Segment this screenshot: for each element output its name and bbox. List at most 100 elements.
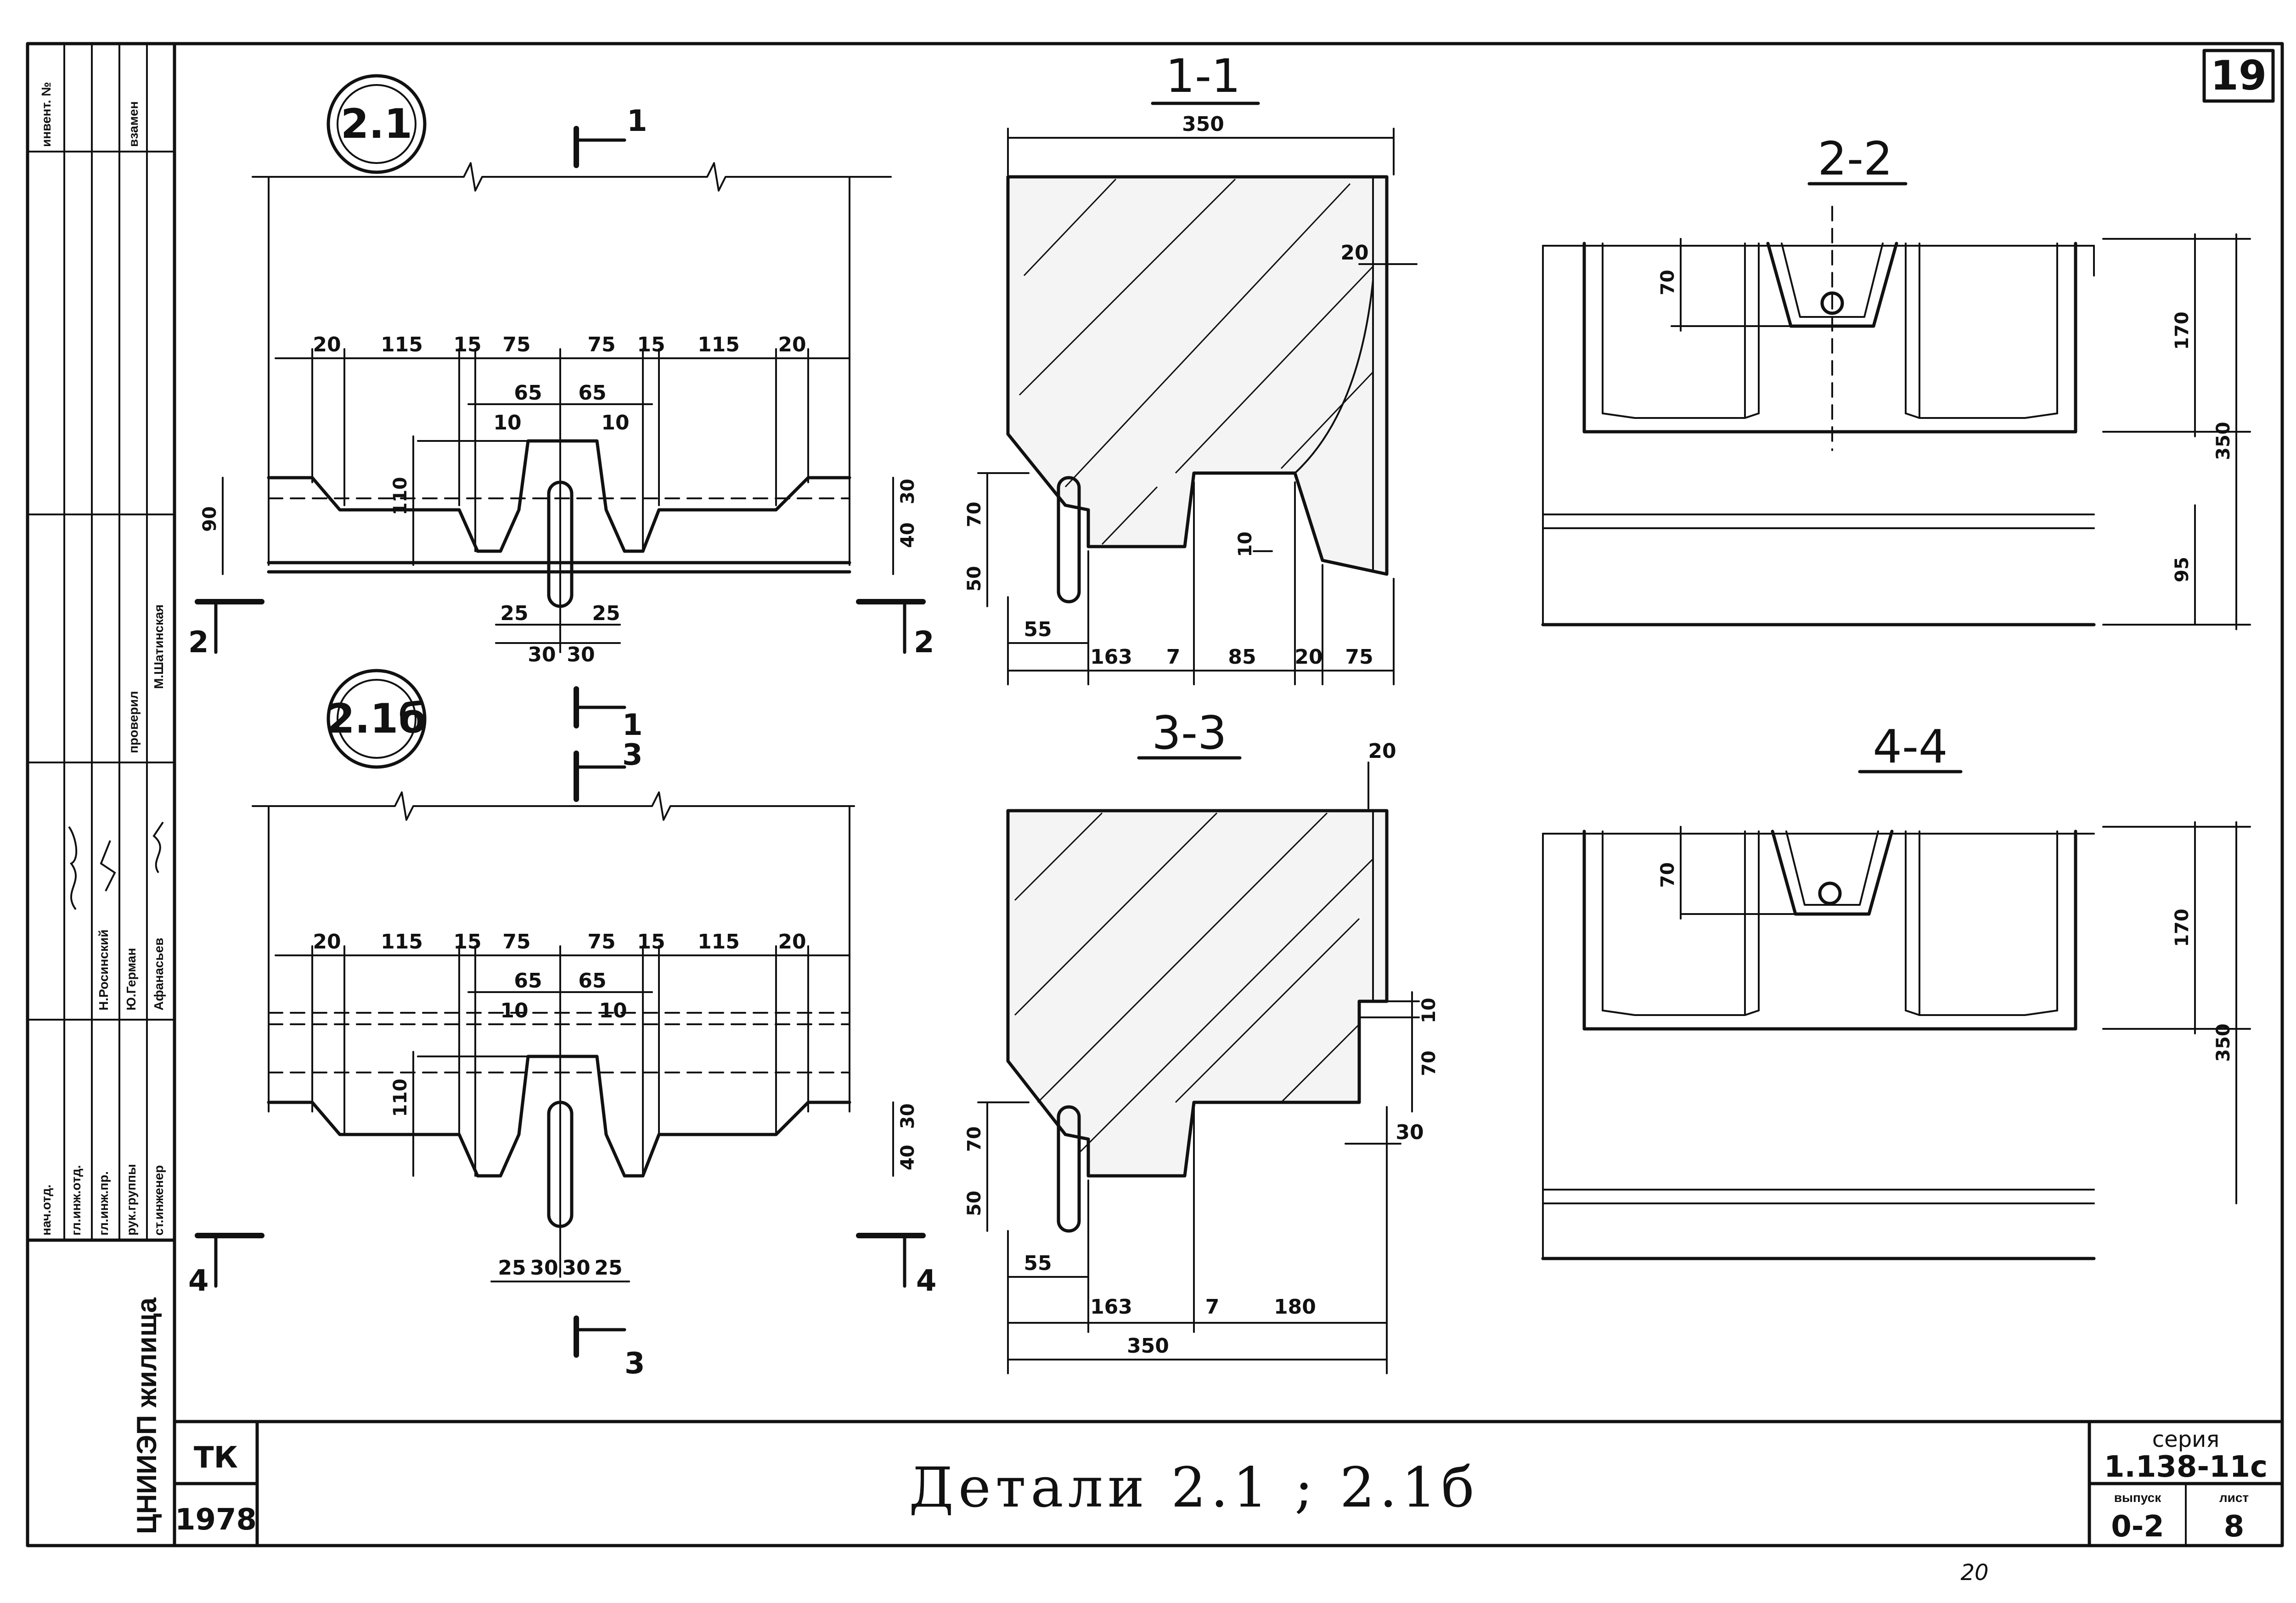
s22-dim-170: 170 xyxy=(2172,311,2193,350)
d21b-dim-bottom-4: 25 xyxy=(594,1256,622,1280)
approval-stamp: инвент. № взамен проверил нач.отд. гл.ин… xyxy=(26,42,176,1547)
s11-dim-bottom-2: 7 xyxy=(1166,645,1181,669)
d21b-cut-top-b: 3 xyxy=(622,738,643,772)
d21b-dim-top-2: 115 xyxy=(381,930,423,954)
year: 1978 xyxy=(175,1503,257,1537)
s33-dim-30: 30 xyxy=(1396,1121,1424,1144)
series-value: 1.138-11с xyxy=(2104,1450,2268,1484)
s33-hatching xyxy=(1014,812,1374,1154)
d21-dim-top-1: 20 xyxy=(313,333,341,356)
drawing-title: Детали 2.1 ; 2.1б xyxy=(909,1456,1479,1520)
d21-dim-30: 30 xyxy=(897,479,918,504)
d21b-dim-top-4: 75 xyxy=(502,930,530,954)
sheet-number-box: 19 xyxy=(2202,49,2275,103)
d21b-dim-40: 40 xyxy=(897,1145,918,1170)
issue-value: 0-2 xyxy=(2111,1510,2164,1544)
d21-cut-right: 2 xyxy=(914,626,934,660)
stamp-org: ЦНИИЭП жилища xyxy=(131,1297,162,1534)
d21b-slab-profile xyxy=(267,1055,851,1178)
s44-dim-170: 170 xyxy=(2172,909,2193,947)
detail-2-1-mark-outer xyxy=(326,74,427,174)
s22-bolt-hole xyxy=(1820,291,1844,315)
stamp-role-2: гл.инж.отд. xyxy=(69,1165,83,1236)
s44-dim-350: 350 xyxy=(2213,1023,2234,1062)
d21b-dim-65-left: 65 xyxy=(514,969,542,993)
detail-2-1-mark: 2.1 xyxy=(341,100,412,147)
stamp-name-6: М.Шатинская xyxy=(152,604,166,689)
s11-dim-top: 350 xyxy=(1182,113,1224,136)
d21b-dim-65-right: 65 xyxy=(578,969,606,993)
s33-dim-10: 10 xyxy=(1418,998,1440,1023)
d21b-dim-110: 110 xyxy=(390,1078,411,1117)
stamp-check-label: проверил xyxy=(126,691,141,753)
s11-dim-50: 50 xyxy=(964,566,985,592)
s22-dim-70: 70 xyxy=(1657,270,1678,295)
s33-dim-bottom-7: 7 xyxy=(1205,1295,1220,1319)
d21-dim-top-6: 15 xyxy=(637,333,665,356)
stamp-name-2: Н.Росинский xyxy=(96,930,111,1010)
stamp-role-3: гл.инж.пр. xyxy=(96,1171,111,1236)
stamp-inventory-header: инвент. № xyxy=(39,82,53,147)
d21b-dim-top-6: 15 xyxy=(637,930,665,954)
detail-2-1b: 2.1б 1 3 20 115 15 75 75 15 115 20 65 65 xyxy=(188,669,937,1381)
d21b-dim-top-5: 75 xyxy=(587,930,615,954)
footer-code: 20 xyxy=(1960,1560,1988,1586)
sheet-value: 8 xyxy=(2224,1510,2245,1544)
d21-dim-top-3: 15 xyxy=(453,333,481,356)
s11-dim-10: 10 xyxy=(1235,531,1256,557)
d21-dim-65-left: 65 xyxy=(514,381,542,405)
d21b-dim-10-right: 10 xyxy=(599,999,627,1022)
d21-dim-25-left: 25 xyxy=(500,602,528,625)
d21-dim-65-right: 65 xyxy=(578,381,606,405)
signature-3 xyxy=(152,821,164,874)
title-block: ТК 1978 Детали 2.1 ; 2.1б серия 1.138-11… xyxy=(173,1420,2284,1547)
d21-dim-90: 90 xyxy=(199,506,220,532)
d21-dim-top-5: 75 xyxy=(587,333,615,356)
d21b-dim-bottom-3: 30 xyxy=(562,1256,590,1280)
s33-dim-70r: 70 xyxy=(1418,1050,1440,1076)
d21-dim-25-right: 25 xyxy=(592,602,620,625)
s44-dim-70: 70 xyxy=(1657,862,1678,888)
d21b-dim-top-8: 20 xyxy=(778,930,806,954)
section-1-1-label: 1-1 xyxy=(1165,49,1240,103)
d21-slab-profile xyxy=(267,439,851,553)
d21b-cut-left: 4 xyxy=(188,1264,209,1298)
d21b-dim-bottom-2: 30 xyxy=(530,1256,558,1280)
series-label: серия xyxy=(2152,1427,2219,1452)
s22-dim-95: 95 xyxy=(2172,557,2193,582)
detail-2-1-cut-top: 1 xyxy=(627,104,647,138)
d21-cut-left: 2 xyxy=(188,626,209,660)
detail-2-1: 2.1 1 20 115 15 75 75 15 115 20 65 65 10… xyxy=(188,74,934,666)
d21-dim-10-left: 10 xyxy=(493,411,521,435)
s11-dim-bottom-4: 20 xyxy=(1294,645,1322,669)
stamp-role-1: нач.отд. xyxy=(39,1185,53,1236)
d21b-anchor-rod xyxy=(547,1101,574,1228)
d21-dim-top-8: 20 xyxy=(778,333,806,356)
d21-dim-top-2: 115 xyxy=(381,333,423,356)
s22-dim-350: 350 xyxy=(2213,422,2234,460)
d21-dim-top-4: 75 xyxy=(502,333,530,356)
s33-dim-bottom-180: 180 xyxy=(1274,1295,1316,1319)
d21-dim-30-right: 30 xyxy=(567,643,595,666)
stamp-name-3: Ю.Герман xyxy=(124,948,138,1010)
stamp-role-5: ст.инженер xyxy=(152,1165,166,1236)
s33-anchor-rod xyxy=(1057,1105,1081,1233)
s11-hatching xyxy=(1019,178,1374,545)
d21-dim-top-7: 115 xyxy=(698,333,740,356)
s11-dim-20: 20 xyxy=(1340,241,1368,265)
section-3-3: 3-3 20 10 70 30 70 50 163 55 xyxy=(964,706,1440,1374)
d21-dim-110: 110 xyxy=(390,477,411,515)
d21-anchor-rod xyxy=(547,480,574,608)
s33-dim-20: 20 xyxy=(1368,739,1396,763)
detail-2-1b-mark-inner xyxy=(337,679,416,759)
s44-channel xyxy=(1582,830,2077,1031)
d21b-dim-30: 30 xyxy=(897,1103,918,1129)
d21-dim-10-right: 10 xyxy=(601,411,629,435)
s33-dim-total: 350 xyxy=(1127,1334,1169,1358)
d21b-cut-top-a: 1 xyxy=(622,708,643,742)
stamp-role-4: рук.группы xyxy=(124,1164,138,1236)
section-3-3-label: 3-3 xyxy=(1152,706,1227,760)
s33-dim-50: 50 xyxy=(964,1191,985,1216)
s22-channel xyxy=(1582,242,2077,434)
